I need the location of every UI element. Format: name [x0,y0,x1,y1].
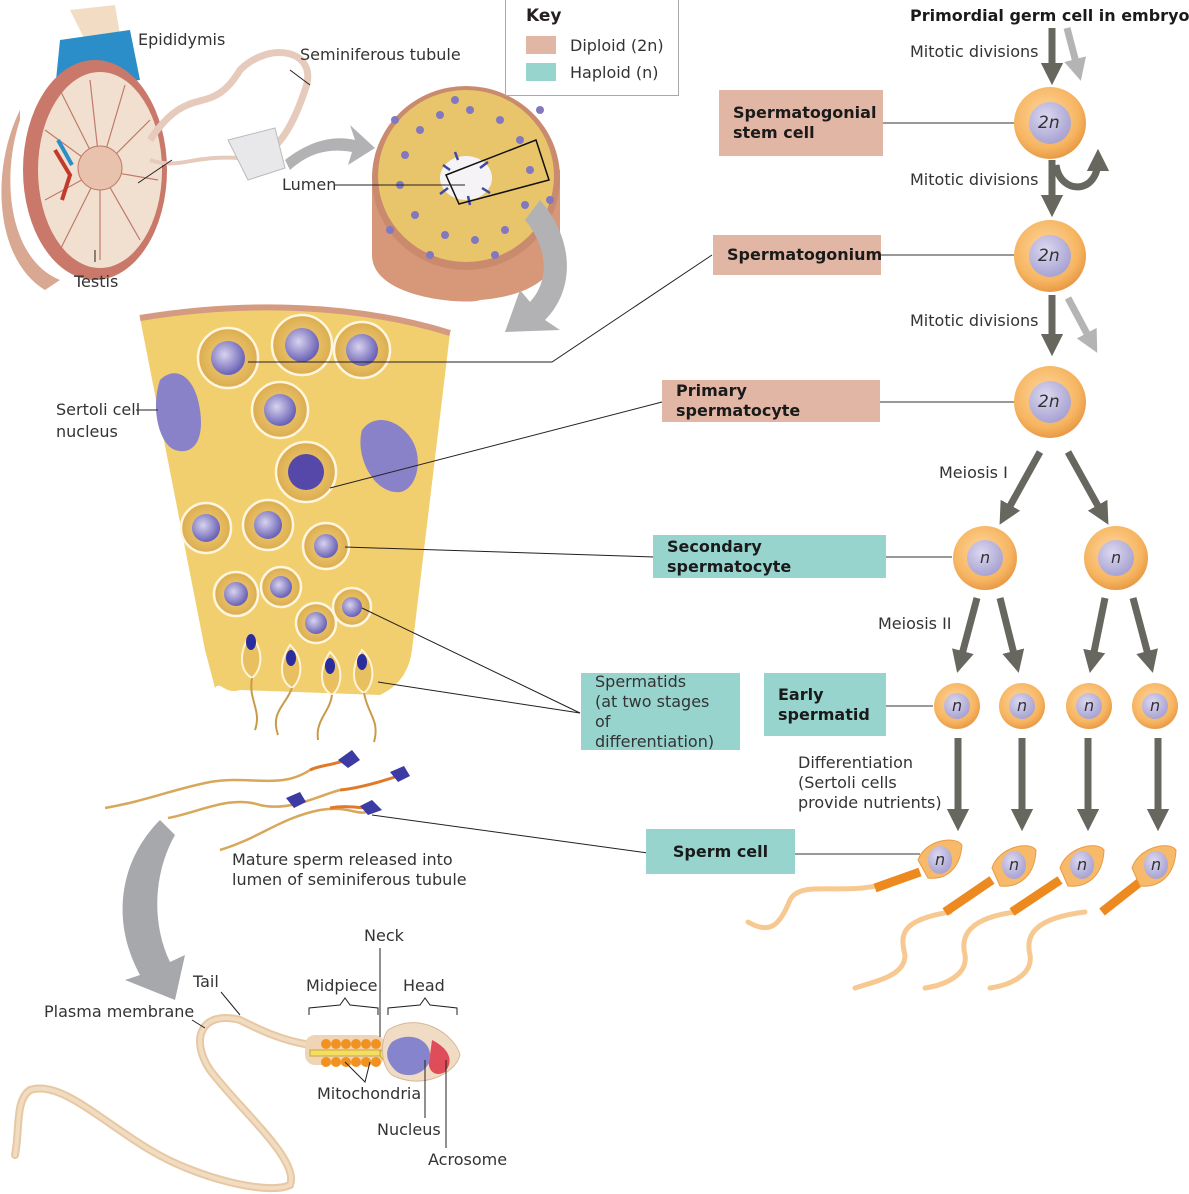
tubule-cross-section [372,86,560,302]
tissue-wedge [139,304,451,743]
ploidy-sperm-4: n [1151,855,1162,874]
label-mitotic-1: Mitotic divisions [910,42,1039,61]
label-neck: Neck [364,926,404,945]
seminiferous-tubule-loop [147,49,311,159]
early-line2: spermatid [778,704,870,724]
key-label-haploid: Haploid (n) [570,63,659,82]
sperm-leader-lines [191,948,458,1148]
label-meiosis-2: Meiosis II [878,614,952,633]
label-meiosis-1: Meiosis I [939,463,1008,482]
box-secondary-spermatocyte: Secondary spermatocyte [653,535,886,578]
label-lumen: Lumen [282,175,337,194]
stem-cell-line2: stem cell [733,123,815,142]
tubule-strand [149,155,241,166]
label-sertoli-line2: nucleus [56,422,118,441]
ploidy-sperm-1: n [935,850,946,869]
label-head: Head [403,976,445,995]
zoom-arrow-2 [505,200,567,332]
box-spermatogonial-stem-cell: Spermatogonial stem cell [719,90,883,156]
box-spermatogonium: Spermatogonium [713,235,882,275]
box-primary-spermatocyte: Primary spermatocyte [662,380,880,422]
early-line1: Early [778,684,824,704]
stem-cell-line1: Spermatogonial [733,103,877,122]
spermatids-line1: Spermatids [595,671,687,691]
ploidy-sperm-2: n [1009,855,1020,874]
box-sperm-cell: Sperm cell [646,829,795,874]
key-swatch-haploid [526,63,556,81]
cell-spermatogonium [1014,220,1086,292]
zoom-arrow-1 [285,125,375,170]
cell-stem [1014,87,1086,159]
cell-secondary-2 [1084,526,1148,590]
key-title: Key [526,6,562,26]
box-early-spermatid: Early spermatid [764,673,886,736]
released-sperm [104,750,410,852]
label-tail: Tail [193,972,219,991]
label-midpiece: Midpiece [306,976,378,995]
testis-illustration [1,5,167,290]
label-plasma-membrane: Plasma membrane [44,1002,195,1021]
cell-secondary-1 [953,526,1017,590]
cell-early-spermatid [934,683,1178,729]
ploidy-secondary-1: n [980,548,991,567]
ploidy-primary: 2n [1038,392,1060,412]
label-mitotic-3: Mitotic divisions [910,311,1039,330]
label-diff-line2: (Sertoli cells [798,773,897,792]
label-mitotic-2: Mitotic divisions [910,170,1039,189]
label-mature-line2: lumen of seminiferous tubule [232,870,467,889]
ploidy-stem: 2n [1038,113,1060,133]
key-label-diploid: Diploid (2n) [570,36,664,55]
sperm-detail [11,1014,461,1193]
cell-primary [1014,366,1086,438]
flow-arrows [946,27,1170,832]
tissue-leader-lines [94,69,713,854]
label-diff-line3: provide nutrients) [798,793,942,812]
label-testis: Testis [74,272,119,291]
label-epididymis: Epididymis [138,30,226,49]
label-primordial: Primordial germ cell in embryo [910,6,1189,25]
ploidy-early-1: n [952,696,963,715]
label-nucleus: Nucleus [377,1120,441,1139]
cross-section-plane [227,127,286,181]
key-swatch-diploid [526,36,556,54]
label-acrosome: Acrosome [428,1150,508,1169]
spermatids-line3: differentiation) [595,731,715,751]
ploidy-secondary-2: n [1111,548,1122,567]
key-legend: Key Diploid (2n) Haploid (n) [505,0,679,96]
label-sertoli-line1: Sertoli cell [56,400,141,419]
label-diff-line1: Differentiation [798,753,914,772]
spermatids-line2: (at two stages of [595,691,710,731]
ploidy-early-4: n [1150,696,1161,715]
label-seminiferous-tubule: Seminiferous tubule [300,45,461,64]
ploidy-early-2: n [1017,696,1028,715]
ploidy-early-3: n [1084,696,1095,715]
flow-connectors [795,122,1015,855]
ploidy-sperm-3: n [1077,855,1088,874]
zoom-arrow-3 [122,820,185,1000]
ploidy-spermatogonium: 2n [1038,246,1060,266]
label-mitochondria: Mitochondria [317,1084,422,1103]
sperm-cells [745,839,1177,991]
label-mature-line1: Mature sperm released into [232,850,453,869]
box-spermatids: Spermatids (at two stages of differentia… [581,671,740,751]
